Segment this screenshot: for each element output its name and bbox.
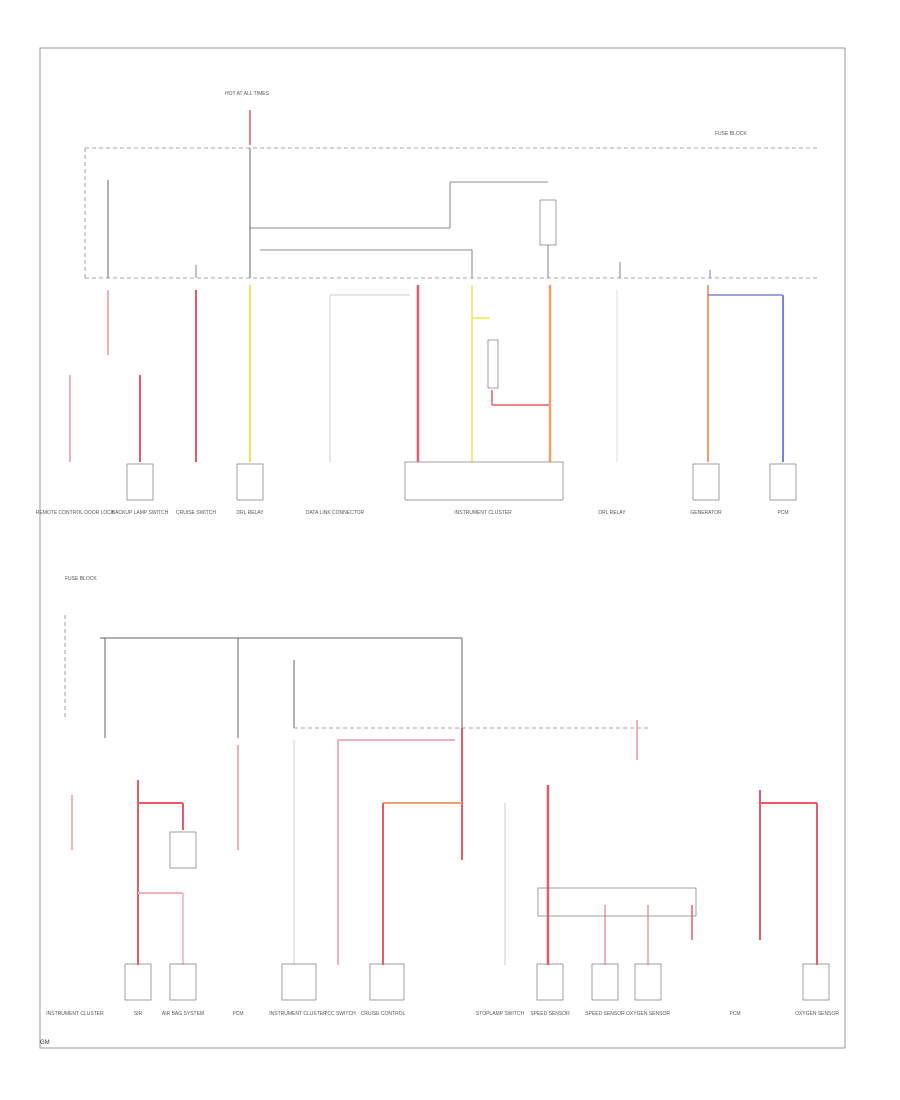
fuse-block-bottom-label: FUSE BLOCK <box>65 576 97 582</box>
bottom-component-label-3: AIR BAG SYSTEM <box>162 1011 204 1017</box>
bottom-component-label-11: PCM <box>729 1011 740 1017</box>
bottom-component-label-7: STOPLAMP SWITCH <box>476 1011 525 1017</box>
top-component-label-7: GENERATOR <box>690 510 722 516</box>
fuse-block-top-label: FUSE BLOCK <box>715 131 747 137</box>
bottom-component-label-4: INSTRUMENT CLUSTER <box>269 1011 327 1017</box>
footer-code: GM <box>40 1040 50 1046</box>
diagram-frame <box>39 47 846 1049</box>
top-component-label-4: DATA LINK CONNECTOR <box>306 510 365 516</box>
top-component-label-5: INSTRUMENT CLUSTER <box>454 510 512 516</box>
top-component-label-3: DRL RELAY <box>236 510 264 516</box>
hot-label: HOT AT ALL TIMES <box>225 91 270 97</box>
top-component-label-8: PCM <box>777 510 788 516</box>
bottom-component-label-10: OXYGEN SENSOR <box>626 1011 670 1017</box>
top-component-label-6: DRL RELAY <box>598 510 626 516</box>
bottom-component-label-1: SIR <box>134 1011 143 1017</box>
bottom-component-label-5: TCC SWITCH <box>324 1011 356 1017</box>
top-component-label-2: CRUISE SWITCH <box>176 510 216 516</box>
top-component-label-0: REMOTE CONTROL DOOR LOCK <box>36 510 115 516</box>
bottom-component-label-6: CRUISE CONTROL <box>361 1011 406 1017</box>
top-section: HOT AT ALL TIMES FUSE BLOCK <box>69 91 820 501</box>
bottom-component-label-2: PCM <box>232 1011 243 1017</box>
bottom-component-label-9: SPEED SENSOR <box>585 1011 625 1017</box>
bottom-component-label-0: INSTRUMENT CLUSTER <box>46 1011 104 1017</box>
bottom-component-label-12: OXYGEN SENSOR <box>795 1011 839 1017</box>
bottom-section: FUSE BLOCK <box>64 576 830 1001</box>
bottom-component-label-8: SPEED SENSOR <box>530 1011 570 1017</box>
top-component-label-1: BACKUP LAMP SWITCH <box>112 510 169 516</box>
